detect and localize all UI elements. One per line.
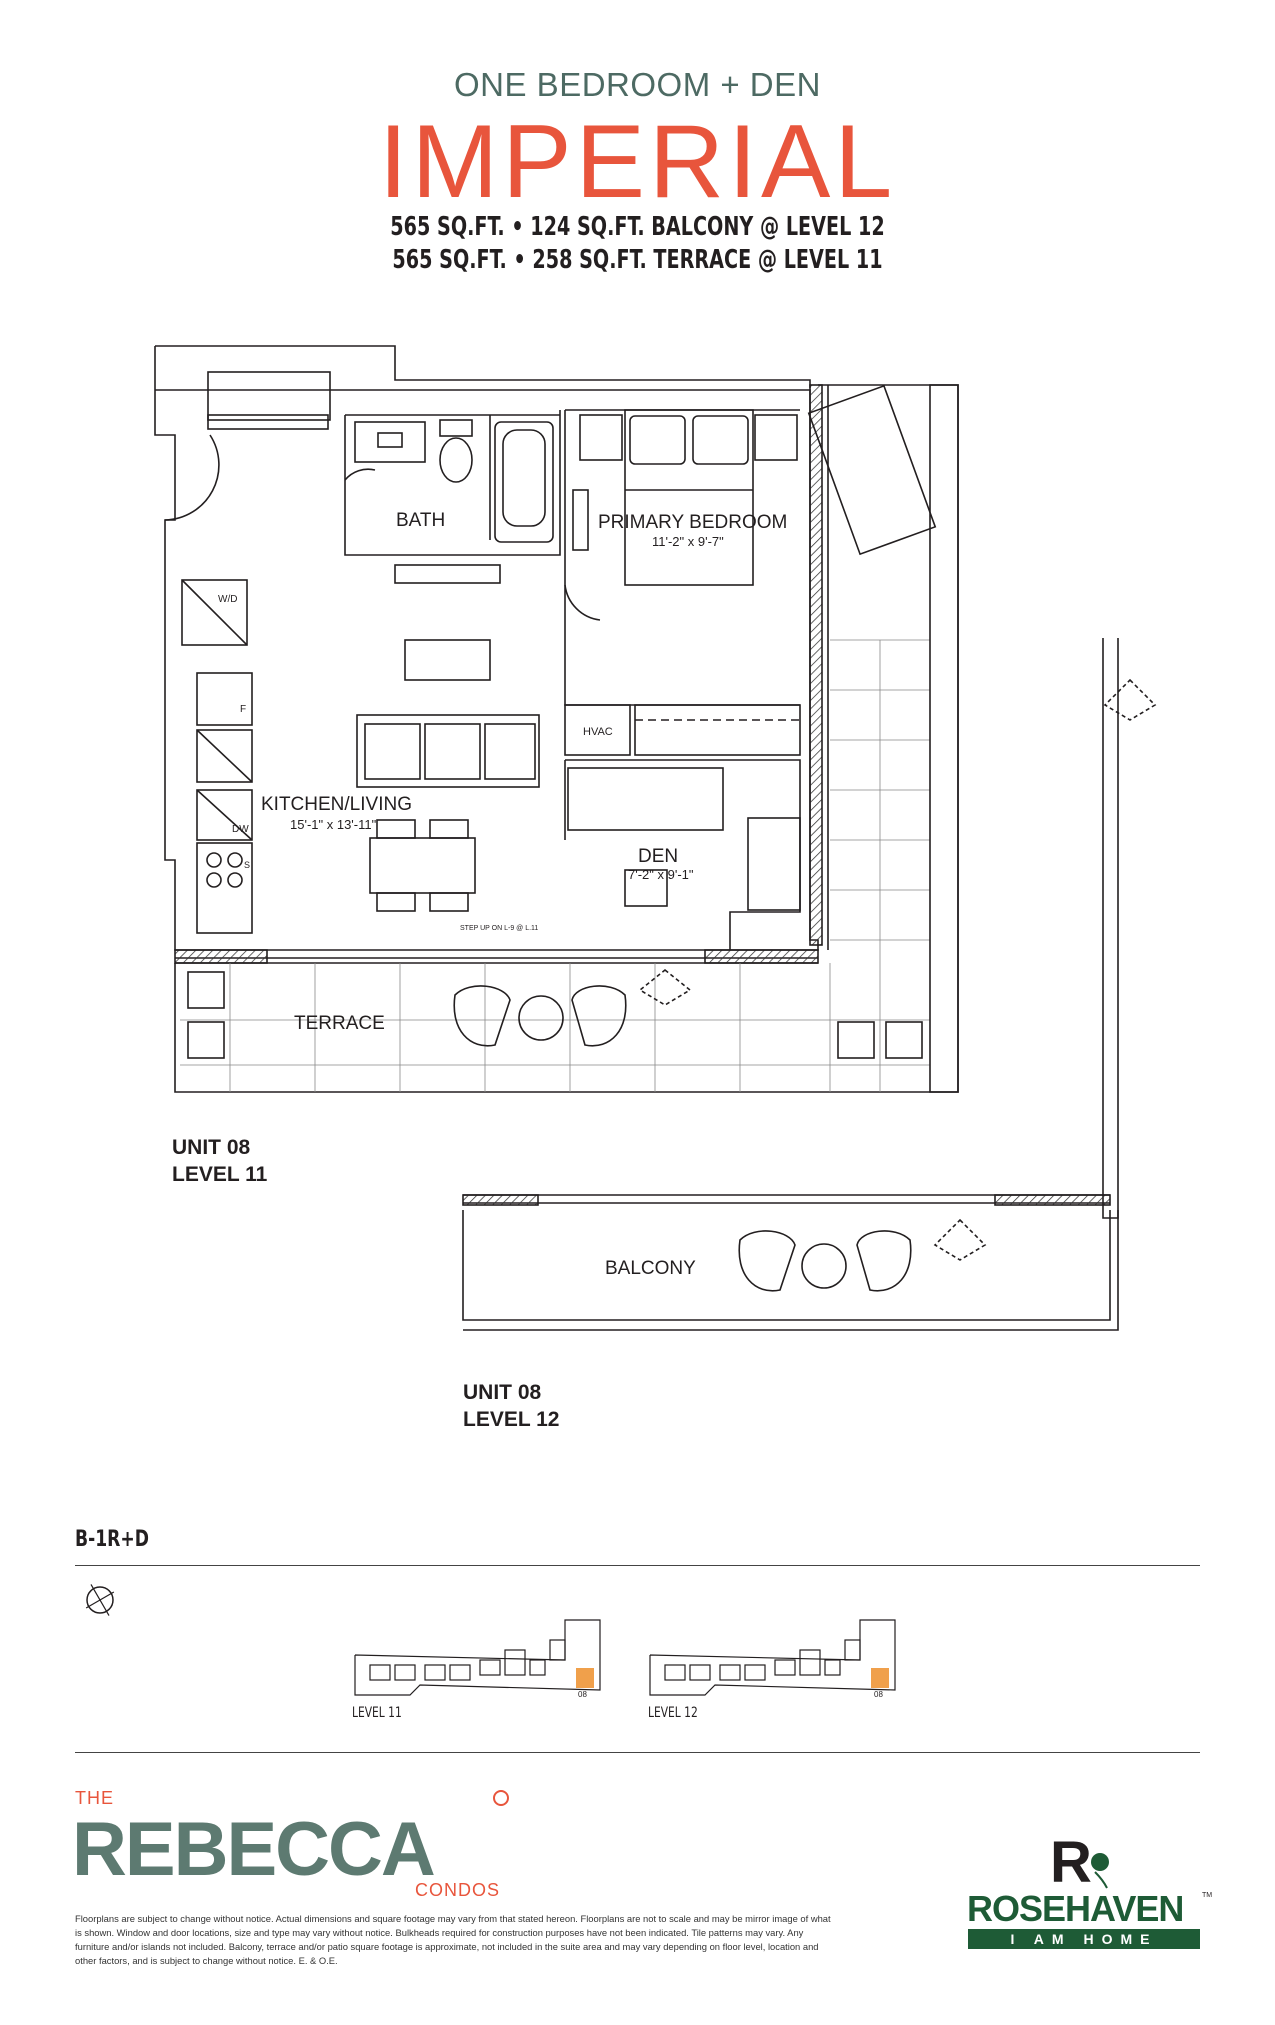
keyplan-level-11 bbox=[354, 1619, 601, 1696]
rosehaven-monogram-icon: R bbox=[1050, 1830, 1109, 1890]
brand-logo: REBECCA bbox=[72, 1807, 436, 1892]
keyplan-unit-marker: 08 bbox=[874, 1690, 883, 1699]
room-balcony: BALCONY bbox=[605, 1258, 696, 1279]
unit-highlight bbox=[871, 1668, 889, 1688]
fridge-label: F bbox=[240, 704, 246, 715]
divider bbox=[75, 1565, 1200, 1566]
kitchen-living-dimensions: 15'-1" x 13'-11" bbox=[290, 817, 377, 832]
area-line-1: 565 SQ.FT. • 124 SQ.FT. BALCONY @ LEVEL … bbox=[390, 212, 885, 242]
room-primary-bedroom: PRIMARY BEDROOM bbox=[598, 512, 788, 533]
level-number: LEVEL 12 bbox=[463, 1408, 560, 1431]
developer-tagline: I AM HOME bbox=[968, 1929, 1200, 1949]
keyplan-label-level-11: LEVEL 11 bbox=[352, 1705, 402, 1721]
step-note: STEP UP ON L-9 @ L.11 bbox=[460, 925, 538, 932]
keyplan-label-level-12: LEVEL 12 bbox=[648, 1705, 698, 1721]
north-arrow-icon bbox=[85, 1584, 115, 1616]
dw-label: DW bbox=[232, 824, 249, 835]
primary-bedroom-dimensions: 11'-2" x 9'-7" bbox=[652, 534, 724, 549]
sink-label: S bbox=[244, 860, 250, 870]
brand-condos: CONDOS bbox=[415, 1880, 501, 1900]
floor-plan: W/D HVAC F DW S STEP UP ON L-9 @ L.11 bbox=[154, 345, 1157, 1331]
unit-label-level-12: UNIT 08 LEVEL 12 bbox=[463, 1379, 560, 1433]
disclaimer: Floorplans are subject to change without… bbox=[75, 1913, 831, 1966]
room-terrace: TERRACE bbox=[294, 1013, 385, 1034]
trademark: TM bbox=[1202, 1892, 1213, 1899]
room-kitchen-living: KITCHEN/LIVING bbox=[261, 794, 412, 815]
unit-number: UNIT 08 bbox=[463, 1381, 542, 1404]
plan-title: IMPERIAL bbox=[378, 104, 897, 220]
area-line-2: 565 SQ.FT. • 258 SQ.FT. TERRACE @ LEVEL … bbox=[392, 245, 883, 275]
keyplan-unit-marker: 08 bbox=[578, 1690, 587, 1699]
hvac-label: HVAC bbox=[583, 726, 613, 738]
wd-label: W/D bbox=[218, 594, 237, 605]
brand-circle-icon bbox=[493, 1790, 509, 1806]
den-dimensions: 7'-2" x 9'-1" bbox=[628, 867, 694, 882]
unit-highlight bbox=[576, 1668, 594, 1688]
divider bbox=[75, 1752, 1200, 1753]
keyplan-level-12 bbox=[649, 1619, 896, 1696]
developer-name: ROSEHAVEN bbox=[967, 1888, 1184, 1929]
room-bath: BATH bbox=[396, 510, 446, 531]
room-den: DEN bbox=[638, 846, 679, 867]
plan-subtitle: ONE BEDROOM + DEN bbox=[454, 66, 821, 103]
svg-text:R: R bbox=[1050, 1830, 1092, 1890]
unit-number: UNIT 08 bbox=[172, 1136, 251, 1159]
unit-label-level-11: UNIT 08 LEVEL 11 bbox=[172, 1134, 267, 1188]
suite-code: B-1R+D bbox=[75, 1527, 149, 1552]
level-number: LEVEL 11 bbox=[172, 1163, 268, 1186]
brand-the: THE bbox=[75, 1788, 114, 1808]
